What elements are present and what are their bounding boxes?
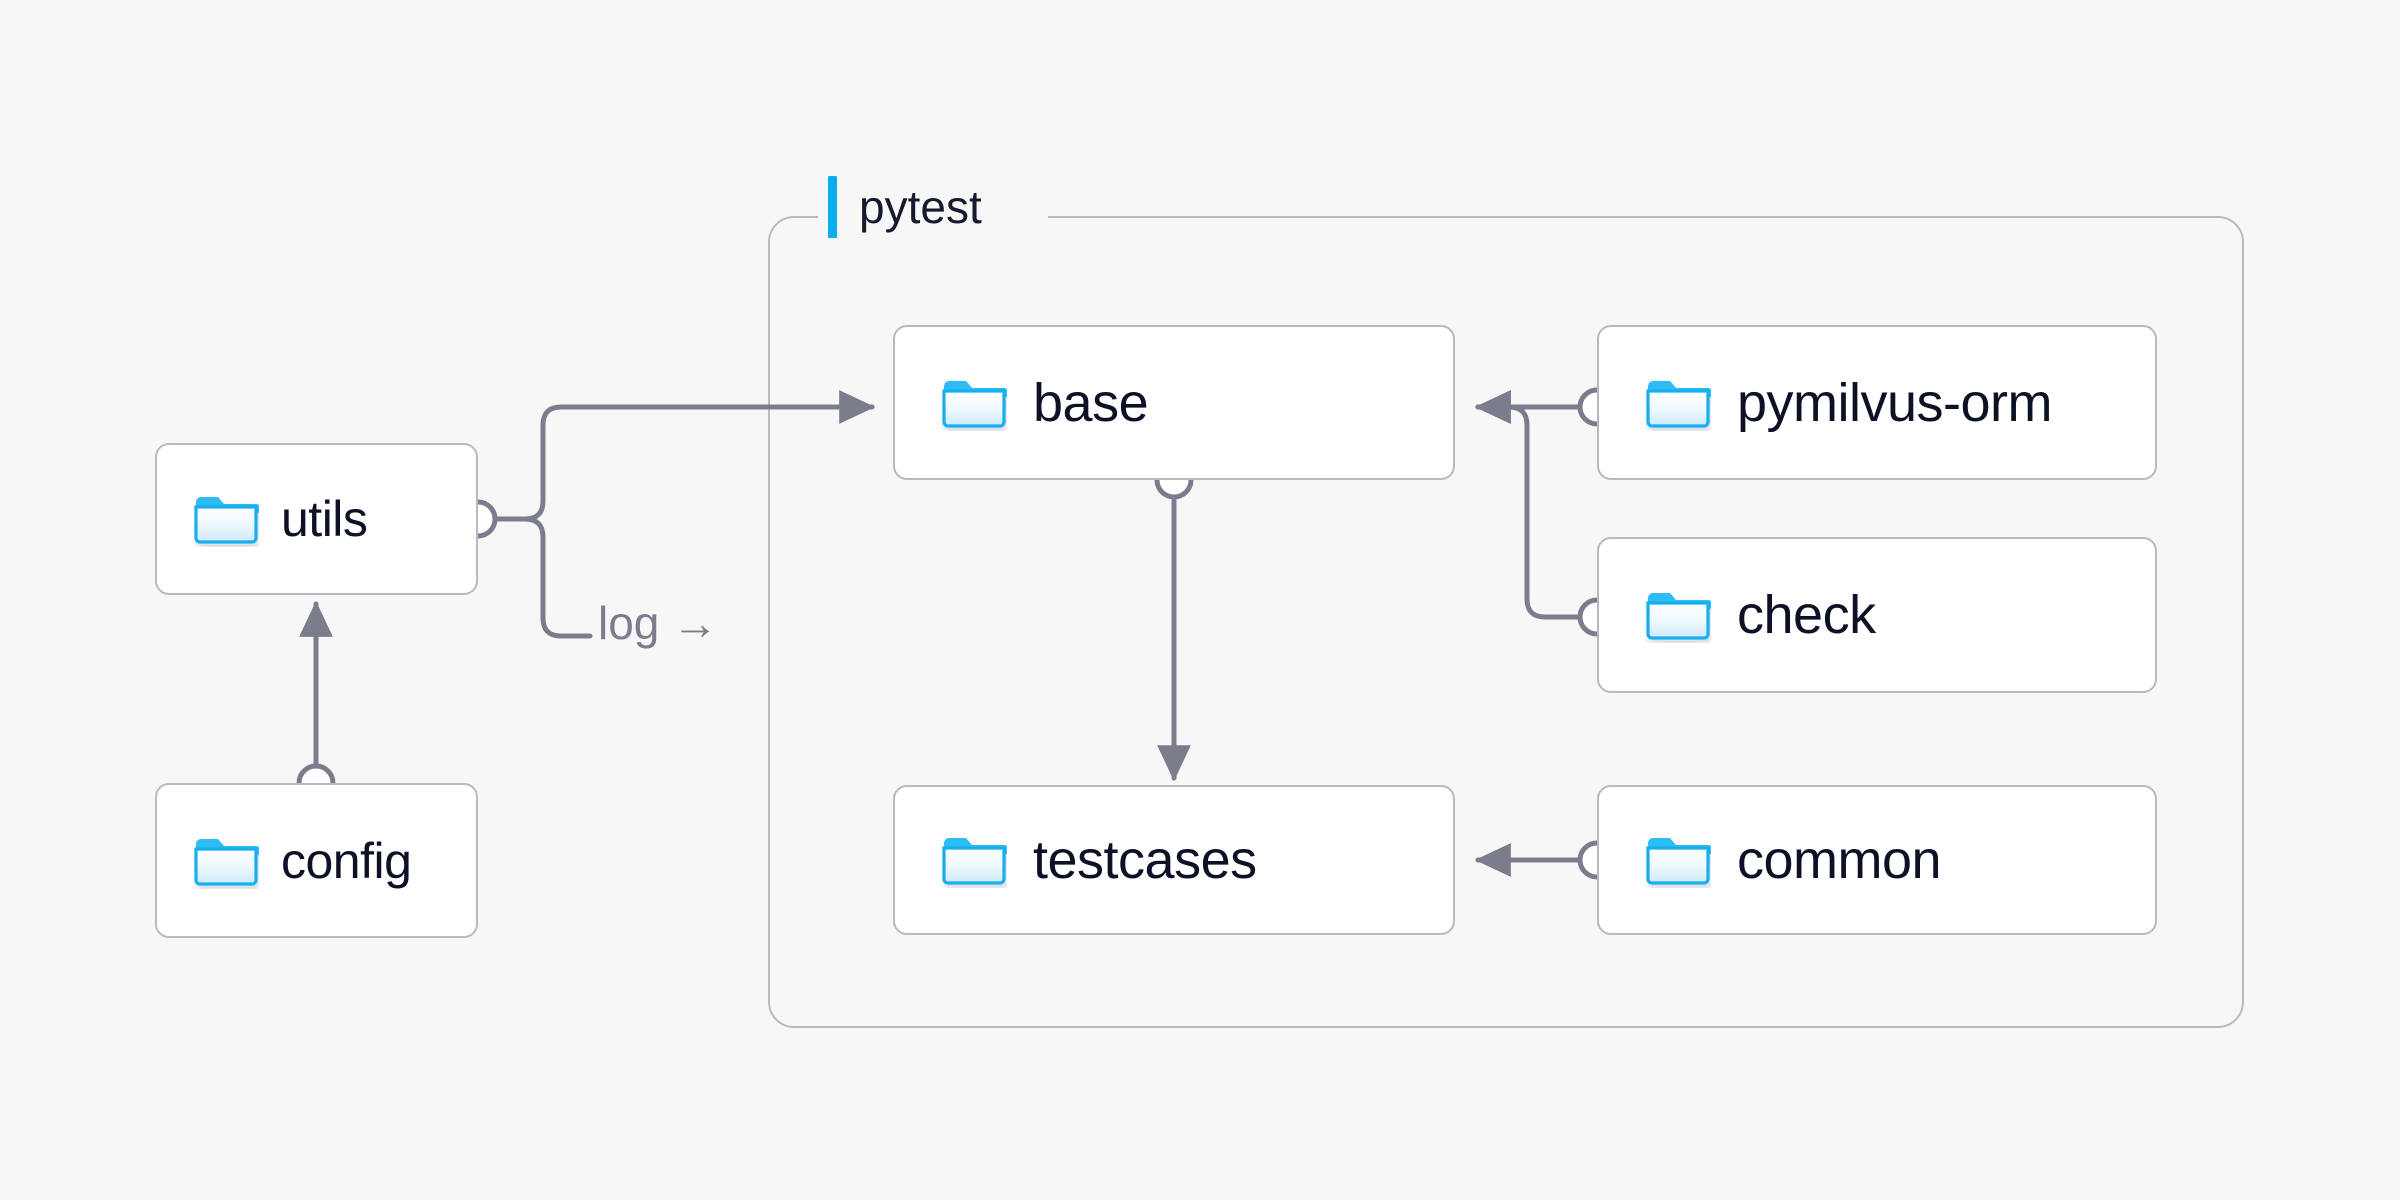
edge-config-to-utils (296, 600, 336, 803)
edge-utils-to-base (522, 390, 876, 522)
edge-label-log: log → (598, 597, 719, 649)
node-testcases[interactable]: testcases (893, 785, 1455, 935)
folder-icon (1646, 838, 1711, 885)
group-title-label: pytest (859, 181, 982, 233)
folder-icon (942, 380, 1007, 428)
node-utils[interactable]: utils (155, 443, 478, 595)
edge-base-to-testcases (1154, 460, 1194, 782)
node-base[interactable]: base (893, 325, 1455, 480)
group-title-mask (818, 206, 1048, 230)
folder-icon (194, 838, 259, 886)
edge-check-to-base (1474, 390, 1617, 637)
node-label-testcases: testcases (1033, 830, 1257, 890)
node-label-config: config (281, 832, 412, 889)
pytest-group-title: pytest (828, 176, 982, 238)
accent-bar-icon (828, 176, 837, 238)
node-pymilvus-orm[interactable]: pymilvus-orm (1597, 325, 2157, 480)
node-label-utils: utils (281, 491, 368, 547)
folder-icon (194, 497, 259, 544)
edge-common-to-testcases (1474, 840, 1617, 880)
pytest-group-container (768, 216, 2244, 1028)
node-config[interactable]: config (155, 783, 478, 938)
node-common[interactable]: common (1597, 785, 2157, 935)
node-label-pymilvus-orm: pymilvus-orm (1737, 372, 2053, 433)
node-label-common: common (1737, 830, 1942, 890)
folder-icon (942, 838, 1007, 885)
edge-utils-to-log (522, 516, 593, 639)
folder-icon (1646, 593, 1711, 640)
node-label-base: base (1033, 372, 1149, 433)
node-label-check: check (1737, 585, 1876, 645)
node-check[interactable]: check (1597, 537, 2157, 693)
folder-icon (1646, 380, 1711, 428)
